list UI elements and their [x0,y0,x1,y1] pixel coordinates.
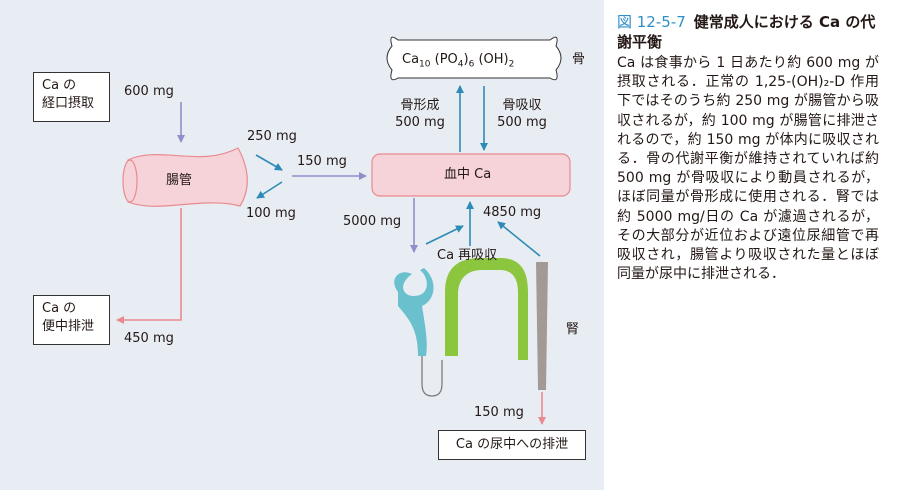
intake-box: Ca の 経口摂取 [33,72,110,122]
arrow-reabsorption-right [497,221,541,257]
bone-label: 骨 [572,52,586,67]
flow-reabsorption-label: Ca 再吸収 [437,248,498,263]
diagram-panel: Ca の 経口摂取 Ca の 便中排泄 Ca の尿中への排泄 腸管 血中 Ca … [0,0,604,490]
loop-thick-limb [445,258,528,360]
loop-thin-limb [421,356,443,397]
arrow-absorption [255,154,283,171]
urine-box-label: Ca の尿中への排泄 [455,437,569,452]
flow-intake-label: 600 mg [124,84,174,99]
gut-shape [127,147,248,207]
intake-line1: Ca の [42,78,77,93]
urine-box: Ca の尿中への排泄 [438,430,586,460]
arrow-fecal [116,208,182,324]
kidney-label: 腎 [566,322,580,337]
arrow-secretion [256,181,283,199]
flow-reabsorbed-label: 4850 mg [483,205,542,220]
flow-bone-resorption-label: 骨吸収 500 mg [497,98,547,130]
gut-label: 腸管 [166,173,193,188]
figure-number: 図 12-5-7 [617,13,686,31]
diagram-arrows [116,36,571,425]
flow-absorbed-label: 250 mg [247,129,297,144]
flow-secreted-label: 100 mg [246,206,296,221]
figure-body: Ca は食事から 1 日あたり約 600 mg が摂取される．正常の 1,25-… [617,55,879,283]
flow-bone-formation-label: 骨形成 500 mg [395,98,445,130]
flow-fecal-label: 450 mg [124,331,174,346]
gut-opening [122,159,138,203]
flow-filtered-label: 5000 mg [343,214,402,229]
fecal-line1: Ca の [42,301,77,316]
blood-shape [371,153,571,197]
flow-net-label: 150 mg [297,154,347,169]
fecal-box: Ca の 便中排泄 [33,295,110,345]
arrow-reabsorption-left [425,225,464,245]
flow-urinary-label: 150 mg [474,405,524,420]
figure-title-text: 健常成人における Ca の代謝平衡 [617,13,876,51]
fecal-line2: 便中排泄 [42,319,95,334]
intake-line2: 経口摂取 [42,96,95,111]
bone-shape [386,36,562,81]
bone-formula: Ca10 (PO4)6 (OH)2 [402,52,515,70]
blood-label: 血中 Ca [444,167,492,182]
collecting-duct [536,262,548,390]
proximal-tubule [394,268,434,356]
